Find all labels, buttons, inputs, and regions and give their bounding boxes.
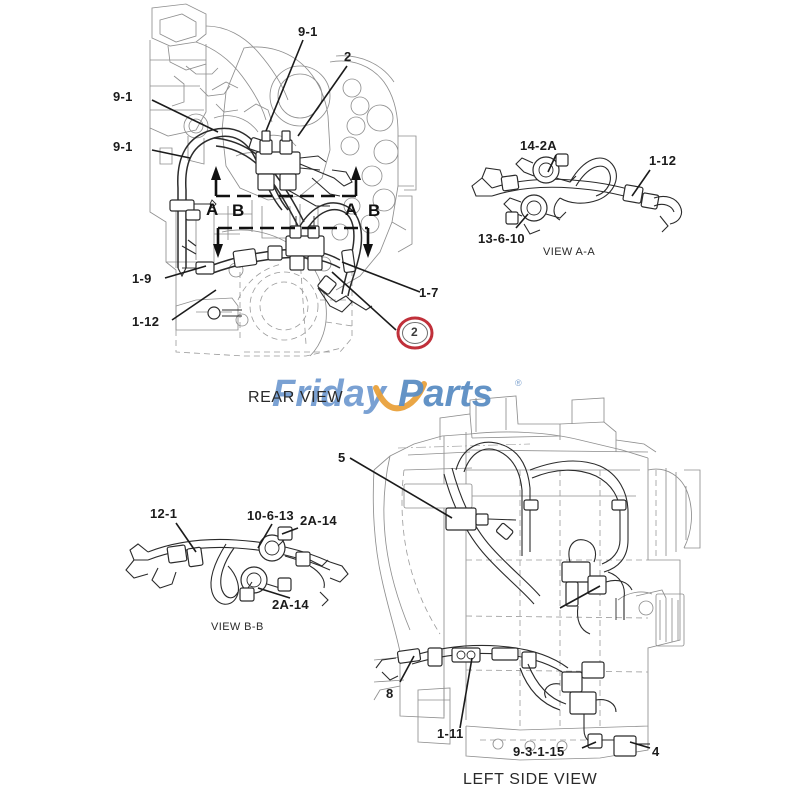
- section-letter-b-left: B: [232, 201, 245, 220]
- left-side-view-harness: [375, 441, 650, 757]
- ls-fitting-8: [375, 648, 422, 681]
- callout-aa-14-2a[interactable]: 14-2A: [520, 138, 557, 153]
- view-title-aa: VIEW A-A: [543, 246, 596, 258]
- rear-view-leader-lines: [151, 39, 434, 350]
- callout-rear-1-9[interactable]: 1-9: [132, 271, 152, 286]
- view-title-bb: VIEW B-B: [211, 621, 264, 633]
- callout-rear-2-top[interactable]: 2: [344, 49, 352, 64]
- bb-clamp-lower: [239, 566, 292, 602]
- callout-ls-5[interactable]: 5: [338, 450, 346, 465]
- callout-bb-10-6-13[interactable]: 10-6-13: [247, 508, 294, 523]
- aa-clamp-upper: [515, 153, 577, 184]
- callout-bb-12-1[interactable]: 12-1: [150, 506, 178, 521]
- ls-bottom-elbow: [587, 733, 650, 757]
- callout-ls-9-3-1-15[interactable]: 9-3-1-15: [513, 744, 565, 759]
- ls-connector-5: [445, 507, 517, 531]
- ls-solenoid-bottom: [544, 661, 617, 747]
- view-title-rear: REAR VIEW: [248, 389, 344, 406]
- callout-rear-9-1-mid[interactable]: 9-1: [113, 89, 133, 104]
- rear-view-harness: [169, 127, 373, 320]
- left-side-view-leader-lines: [349, 457, 651, 749]
- rear-injector-pump: [255, 130, 327, 191]
- callout-ls-8[interactable]: 8: [386, 686, 394, 701]
- callout-bb-2a-14-upper[interactable]: 2A-14: [300, 513, 337, 528]
- bb-clamp-upper: [258, 526, 329, 567]
- callout-aa-1-12[interactable]: 1-12: [649, 153, 677, 168]
- section-letter-a-left: A: [206, 200, 219, 219]
- aa-clamp-lower: [503, 194, 567, 225]
- callout-rear-1-12[interactable]: 1-12: [132, 314, 160, 329]
- view-bb-leader-lines: [175, 522, 299, 599]
- callout-rear-2-circled[interactable]: 2: [411, 325, 418, 339]
- callout-rear-1-7[interactable]: 1-7: [419, 285, 439, 300]
- view-title-left-side: LEFT SIDE VIEW: [463, 771, 598, 788]
- left-side-view-artwork: [372, 395, 701, 761]
- callout-ls-1-11[interactable]: 1-11: [437, 726, 464, 741]
- callout-bb-2a-14-lower[interactable]: 2A-14: [272, 597, 309, 612]
- callout-aa-13-6-10[interactable]: 13-6-10: [478, 231, 525, 246]
- section-letter-b-right: B: [368, 201, 381, 220]
- view-aa-leader-lines: [515, 154, 651, 229]
- callout-ls-4[interactable]: 4: [652, 744, 660, 759]
- rear-sensor: [317, 275, 373, 313]
- ls-solenoid-mid: [561, 539, 633, 635]
- section-cut-lines: [211, 166, 373, 258]
- section-letter-a-right: A: [345, 200, 358, 219]
- callout-rear-9-1-low[interactable]: 9-1: [113, 139, 133, 154]
- callout-rear-9-1-top[interactable]: 9-1: [298, 24, 318, 39]
- view-bb-artwork: [125, 526, 349, 607]
